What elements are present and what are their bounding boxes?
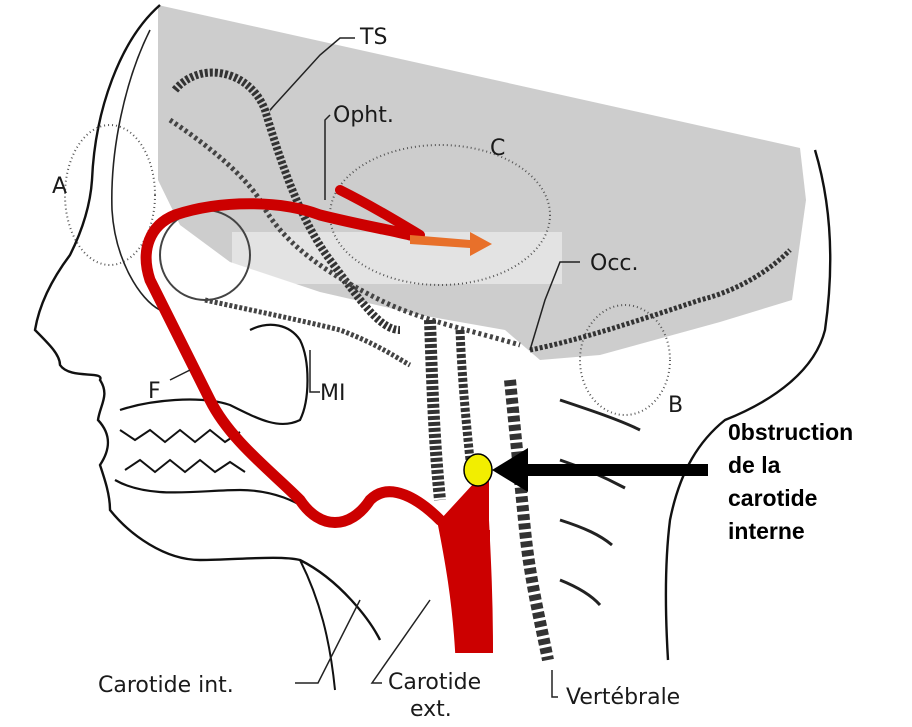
callout-line-3: carotide: [728, 482, 908, 515]
callout-line-4: interne: [728, 515, 908, 548]
label-carotide-ext-2: ext.: [410, 697, 452, 722]
label-f: F: [148, 379, 161, 404]
label-ts: TS: [359, 25, 387, 50]
callout-line-2: de la: [728, 449, 908, 482]
highlight-band: [232, 232, 562, 284]
label-a: A: [52, 174, 67, 199]
label-c: C: [490, 136, 505, 161]
label-opht: Opht.: [333, 103, 394, 128]
teeth-upper: [120, 430, 240, 442]
carotide-ext-vessel: [460, 330, 470, 460]
label-vertebrale: Vertébrale: [566, 685, 680, 710]
label-mi: MI: [320, 381, 345, 406]
brain-overlay: [158, 5, 806, 360]
obstruction-callout: 0bstruction de la carotide interne: [728, 416, 908, 548]
vertebral-column: [510, 380, 640, 660]
callout-line-1: 0bstruction: [728, 416, 908, 449]
label-b: B: [668, 393, 683, 418]
carotide-int-vessel: [430, 320, 440, 500]
teeth-lower: [125, 460, 245, 472]
label-carotide-int: Carotide int.: [98, 673, 234, 698]
obstruction-marker: [464, 454, 492, 486]
maxillary-vessel: [205, 300, 410, 365]
obstruction-pointer-arrow: [492, 448, 708, 492]
skull-inner-outline: [112, 30, 160, 310]
label-carotide-ext-1: Carotide: [388, 670, 481, 695]
sinus-region-a: [65, 125, 155, 265]
common-carotid-trunk: [458, 530, 490, 650]
label-occ: Occ.: [590, 251, 639, 276]
